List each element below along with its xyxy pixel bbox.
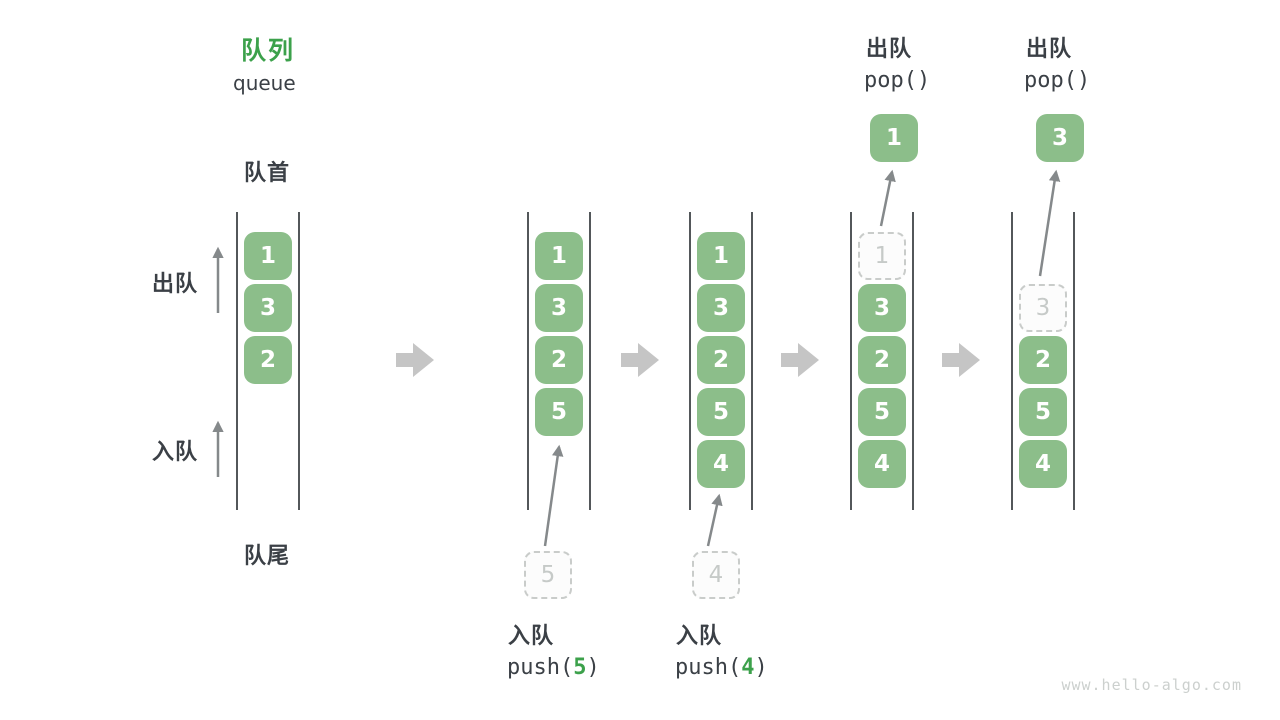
popped-element-box: 3 <box>1036 114 1084 162</box>
step-arrow-4-icon <box>942 343 980 377</box>
queue-element: 1 <box>697 232 745 280</box>
push-4-arrow-icon <box>706 493 723 547</box>
pop-a-code: pop() <box>864 68 931 93</box>
diagram-title-en: queue <box>233 71 296 95</box>
queue-rear-label: 队尾 <box>244 544 291 569</box>
push-b-code-pre: push( <box>675 655 742 680</box>
incoming-element-box: 4 <box>692 551 740 599</box>
queue-element: 2 <box>244 336 292 384</box>
queue-element: 3 <box>535 284 583 332</box>
pop-3-arrow-icon <box>1038 169 1061 277</box>
pop-1-arrow-icon <box>879 169 896 227</box>
push-a-code-post: ) <box>586 655 600 680</box>
queue-wall-left <box>236 212 238 510</box>
queue-element: 1 <box>535 232 583 280</box>
queue-wall-right <box>1073 212 1075 510</box>
queue-front-label: 队首 <box>244 161 291 186</box>
pop-a-label: 出队 <box>866 37 913 62</box>
queue-element: 4 <box>1019 440 1067 488</box>
queue-element: 1 <box>244 232 292 280</box>
push-5-arrow-icon <box>543 444 564 547</box>
step-arrow-3-icon <box>781 343 819 377</box>
queue-wall-left <box>850 212 852 510</box>
queue-element: 2 <box>858 336 906 384</box>
popped-element-box: 1 <box>870 114 918 162</box>
step-arrow-1-icon <box>396 343 434 377</box>
queue-wall-right <box>298 212 300 510</box>
queue-wall-left <box>1011 212 1013 510</box>
queue-element: 5 <box>535 388 583 436</box>
queue-element: 5 <box>1019 388 1067 436</box>
push-b-label: 入队 <box>676 624 723 649</box>
queue-wall-right <box>589 212 591 510</box>
enqueue-side-label: 入队 <box>152 440 199 465</box>
queue-element: 5 <box>697 388 745 436</box>
queue-wall-left <box>689 212 691 510</box>
queue-element: 3 <box>858 284 906 332</box>
push-b-code-arg: 4 <box>741 655 755 680</box>
incoming-element-box: 5 <box>524 551 572 599</box>
queue-element: 2 <box>697 336 745 384</box>
push-a-code-arg: 5 <box>573 655 587 680</box>
queue-element: 4 <box>697 440 745 488</box>
diagram-title-zh: 队列 <box>241 36 296 65</box>
dequeue-side-label: 出队 <box>152 272 199 297</box>
queue-element-ghost: 1 <box>858 232 906 280</box>
pop-b-label: 出队 <box>1026 37 1073 62</box>
push-a-code: push(5) <box>507 655 600 680</box>
watermark: www.hello-algo.com <box>1061 676 1242 694</box>
queue-wall-left <box>527 212 529 510</box>
queue-element: 3 <box>244 284 292 332</box>
queue-wall-right <box>912 212 914 510</box>
push-a-label: 入队 <box>508 624 555 649</box>
queue-wall-right <box>751 212 753 510</box>
push-b-code: push(4) <box>675 655 768 680</box>
push-b-code-post: ) <box>754 655 768 680</box>
queue-element: 2 <box>1019 336 1067 384</box>
queue-element: 5 <box>858 388 906 436</box>
step-arrow-2-icon <box>621 343 659 377</box>
queue-element: 2 <box>535 336 583 384</box>
queue-element-ghost: 3 <box>1019 284 1067 332</box>
pop-b-code: pop() <box>1024 68 1091 93</box>
queue-element: 3 <box>697 284 745 332</box>
queue-element: 4 <box>858 440 906 488</box>
push-a-code-pre: push( <box>507 655 574 680</box>
